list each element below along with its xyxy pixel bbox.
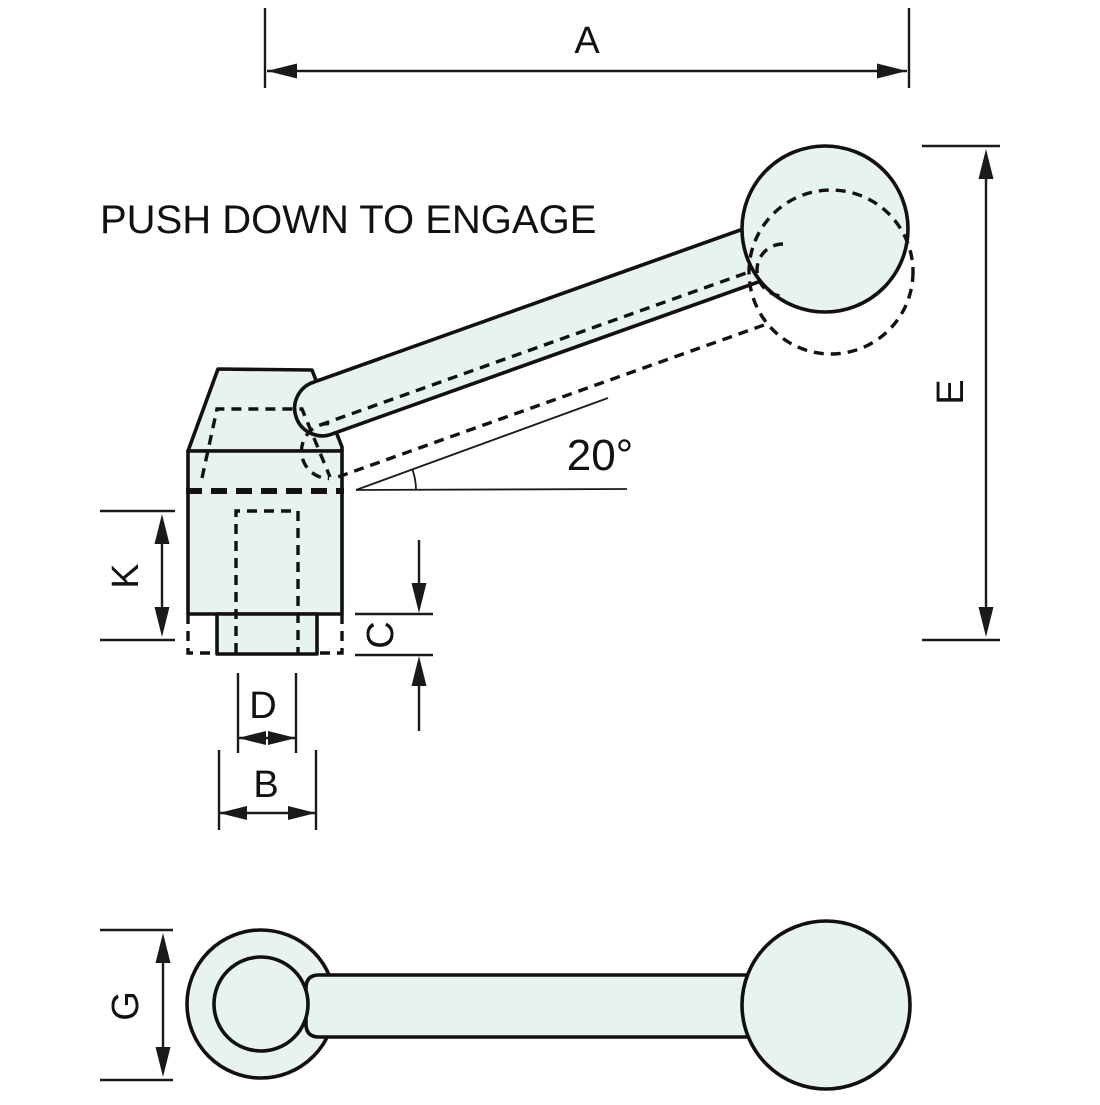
arm-pivot-cap-dashed	[299, 421, 330, 481]
push-down-note: PUSH DOWN TO ENGAGE	[100, 198, 596, 242]
dimension-g: G	[100, 928, 173, 1082]
dim-b-arrow-right	[288, 806, 316, 820]
dimension-d: D	[236, 673, 298, 753]
arm-lower-edge-dashed	[337, 322, 768, 479]
dim-g-label: G	[105, 991, 147, 1021]
angle-arc	[411, 469, 417, 491]
dim-g-arrow-top	[155, 933, 171, 963]
dim-d-arrow-left	[238, 731, 266, 745]
dim-b-arrow-left	[219, 806, 247, 820]
dimension-c: C	[355, 540, 433, 731]
dim-b-label: B	[253, 764, 278, 806]
angle-label: 20°	[567, 431, 634, 480]
dim-k-arrow-bottom	[154, 607, 170, 637]
dimension-a: A	[263, 8, 911, 88]
hub-collar-side	[215, 612, 319, 656]
hub-inner-circle-bottom	[212, 955, 310, 1053]
dim-e-label: E	[930, 379, 972, 404]
hub-down-outline-left-dashed	[186, 614, 214, 655]
angle-ref-horizontal	[355, 488, 628, 491]
dim-k-arrow-top	[154, 514, 170, 544]
dimension-e: E	[922, 144, 1000, 642]
hub-cap-dashed	[200, 407, 332, 479]
lever-solid-parts	[185, 144, 912, 1091]
dimension-k: K	[100, 509, 175, 642]
dim-a-arrow-left	[267, 63, 297, 79]
lever-arm-side	[292, 201, 836, 438]
dim-g-arrow-bottom	[155, 1047, 171, 1077]
dim-e-arrow-top	[978, 149, 994, 179]
dim-a-arrow-right	[877, 63, 907, 79]
ball-knob-bottom	[740, 919, 912, 1091]
lever-arm-bottom	[304, 973, 847, 1039]
hub-down-outline-right-dashed	[320, 614, 344, 655]
dim-k-label: K	[105, 563, 147, 588]
dimension-b: B	[217, 750, 318, 830]
dim-d-arrow-right	[268, 731, 296, 745]
threaded-hole-dashed	[234, 509, 300, 653]
ball-knob-dashed	[747, 188, 915, 356]
ball-neck-dashed	[755, 242, 784, 298]
engaged-position-hidden-lines	[186, 188, 915, 655]
angle-ref-inclined	[355, 397, 609, 491]
dim-c-arrow-down	[411, 583, 427, 613]
dim-c-arrow-up	[411, 656, 427, 686]
dim-e-arrow-bottom	[978, 607, 994, 637]
angle-annotation: 20°	[355, 397, 634, 491]
dim-a-label: A	[574, 20, 600, 62]
dim-c-label: C	[360, 621, 402, 648]
arm-upper-edge-dashed	[319, 270, 750, 427]
ball-knob-side	[740, 144, 910, 314]
dim-d-label: D	[249, 685, 276, 727]
